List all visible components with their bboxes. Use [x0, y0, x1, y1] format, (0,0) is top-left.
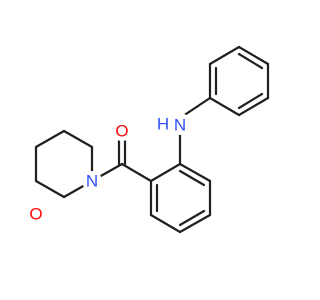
- carbonyl-oxygen-label: O: [115, 122, 128, 141]
- amine-hydrogen-label: H: [157, 115, 169, 134]
- bond-c3-c4: [34, 179, 66, 199]
- bond-ring1-5: [149, 213, 182, 234]
- bond-c1-c2: [62, 129, 94, 149]
- bond-ring2-3: [237, 45, 270, 66]
- bond-ring2-6: [208, 96, 241, 117]
- bond-ring1-inner-1: [178, 169, 206, 187]
- atom-labels-group: O N O N H: [26, 113, 191, 224]
- bond-ring2-inner-3: [237, 92, 264, 110]
- bond-ring2-5: [237, 96, 270, 117]
- molecule-diagram: O N O N H: [26, 45, 270, 234]
- bond-carbonyl-ring: [120, 162, 153, 183]
- bond-ring1-4: [178, 213, 212, 234]
- bond-ring2-inner-2: [237, 52, 264, 70]
- bond-ring1-1: [149, 162, 182, 183]
- bond-ring2-2: [208, 45, 241, 66]
- bond-ring1-2: [178, 162, 212, 183]
- morpholine-nitrogen-label: N: [86, 172, 98, 191]
- bond-ring1-inner-2: [178, 209, 206, 227]
- bonds-group: [34, 45, 270, 234]
- bond-c2-o: [34, 129, 66, 149]
- amine-nitrogen-label: N: [174, 116, 186, 135]
- morpholine-oxygen-label: O: [29, 205, 42, 224]
